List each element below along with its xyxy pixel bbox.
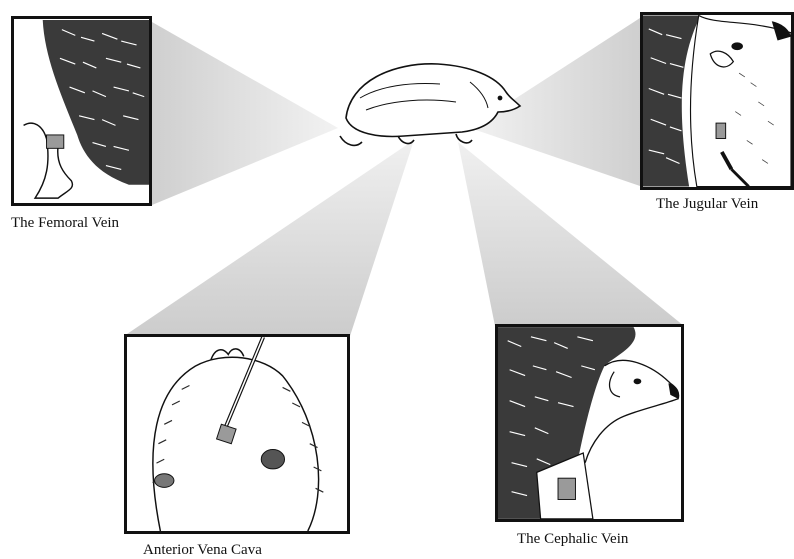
cephalic-vein-illustration: [498, 327, 681, 519]
beam-femoral: [152, 22, 338, 205]
panel-femoral-vein: [11, 16, 152, 206]
caption-anterior-vena-cava: Anterior Vena Cava: [143, 541, 262, 559]
caption-cephalic-vein: The Cephalic Vein: [517, 530, 628, 548]
caption-femoral-vein: The Femoral Vein: [11, 214, 119, 232]
panel-jugular-vein: [640, 12, 794, 190]
caption-jugular-vein: The Jugular Vein: [656, 195, 758, 213]
femoral-vein-illustration: [14, 19, 149, 203]
panel-cephalic-vein: [495, 324, 684, 522]
anterior-vena-cava-illustration: [127, 337, 347, 531]
jugular-vein-illustration: [643, 15, 791, 187]
panel-anterior-vena-cava: [124, 334, 350, 534]
